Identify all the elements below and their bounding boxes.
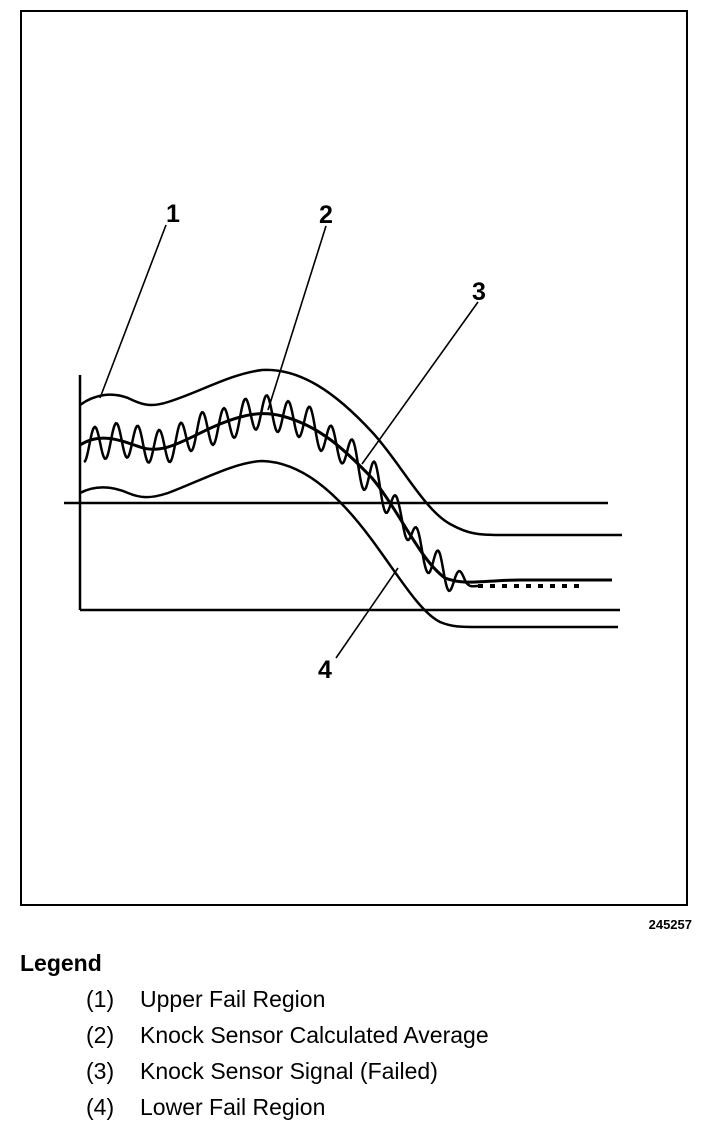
- callout-leader-1: [99, 224, 167, 399]
- figure-number: 245257: [648, 917, 692, 932]
- knock-signal-curve: [83, 393, 479, 593]
- legend-item-label: Knock Sensor Signal (Failed): [140, 1058, 438, 1084]
- diagram-frame: [20, 10, 688, 906]
- calculated-average-curve: [79, 412, 612, 584]
- callout-2: 2: [319, 201, 333, 229]
- legend-item: (1) Upper Fail Region: [86, 984, 489, 1020]
- legend-item-number: (3): [86, 1058, 115, 1084]
- callout-leader-2: [267, 225, 327, 411]
- callout-1: 1: [166, 200, 180, 228]
- legend-item-number: (4): [86, 1094, 115, 1120]
- legend-item-label: Upper Fail Region: [140, 986, 326, 1012]
- callout-leader-4: [335, 567, 399, 659]
- legend-item: (4) Lower Fail Region: [86, 1092, 489, 1128]
- legend-item-label: Knock Sensor Calculated Average: [140, 1022, 489, 1048]
- legend-item-number: (1): [86, 986, 115, 1012]
- legend-item-label: Lower Fail Region: [140, 1094, 326, 1120]
- legend-item: (3) Knock Sensor Signal (Failed): [86, 1056, 489, 1092]
- legend-item-number: (2): [86, 1022, 115, 1048]
- legend-title: Legend: [20, 950, 102, 976]
- upper-fail-region-curve: [79, 368, 622, 537]
- legend-list: (1) Upper Fail Region (2) Knock Sensor Cal…: [86, 984, 489, 1128]
- callout-3: 3: [472, 278, 486, 306]
- legend-item: (2) Knock Sensor Calculated Average: [86, 1020, 489, 1056]
- lower-fail-region-curve: [79, 459, 618, 629]
- callout-4: 4: [318, 656, 332, 684]
- callout-leader-3: [361, 301, 479, 465]
